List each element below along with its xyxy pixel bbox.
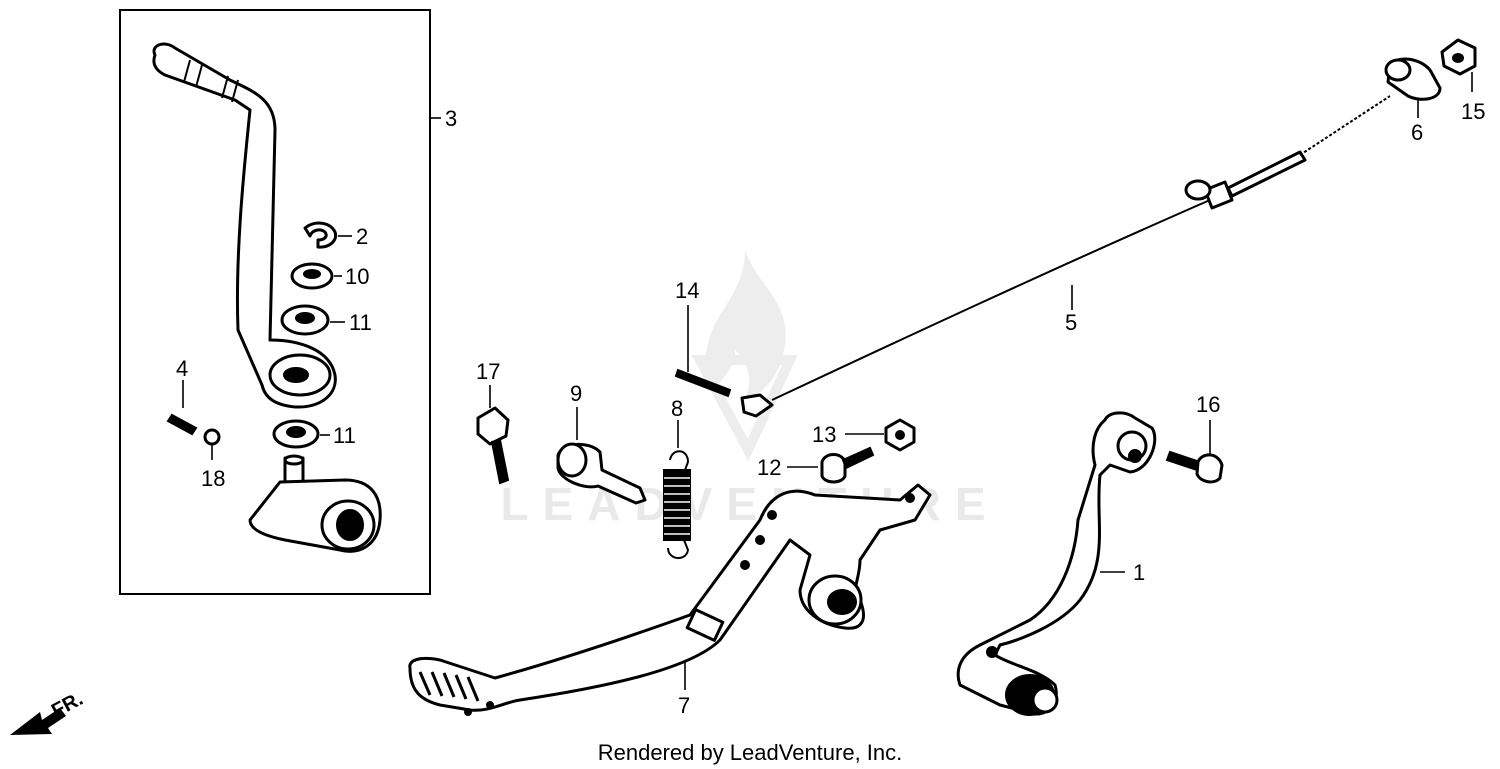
kick-starter-arm	[152, 42, 337, 409]
pivot-shaft	[556, 442, 647, 505]
callout-8: 8	[671, 396, 683, 421]
kick-spring	[166, 413, 198, 436]
callout-5: 5	[1065, 310, 1077, 335]
callout-11-lower: 11	[333, 423, 356, 448]
circlip-part	[303, 221, 338, 249]
bolt-17	[476, 406, 510, 485]
kickstarter-group-frame	[119, 9, 431, 595]
callout-9: 9	[570, 381, 582, 406]
return-spring	[663, 450, 691, 559]
bolt-12	[820, 446, 875, 484]
watermark-flame-icon	[705, 250, 786, 400]
cotter-pin	[674, 368, 732, 398]
callout-6: 6	[1411, 120, 1423, 145]
callout-15: 15	[1461, 99, 1485, 124]
kick-starter-boss	[248, 454, 382, 553]
bolt-16	[1165, 450, 1224, 484]
cable-joint	[1384, 57, 1442, 101]
front-direction-arrow: FR.	[10, 688, 87, 735]
gearshift-pedal	[956, 411, 1157, 716]
adjusting-nut	[1440, 38, 1477, 76]
callout-16: 16	[1196, 392, 1220, 417]
callout-labels: 1 2 3 4 5 6 7 8 9 10 11 11 12 13 14 15 1…	[176, 99, 1485, 718]
callout-2: 2	[356, 224, 368, 249]
footer-credit: Rendered by LeadVenture, Inc.	[598, 740, 903, 765]
callout-10: 10	[345, 264, 369, 289]
nut-13	[884, 418, 916, 452]
callout-18: 18	[201, 466, 225, 491]
callout-13: 13	[812, 422, 836, 447]
steel-ball	[203, 428, 221, 446]
washer-10	[290, 262, 334, 290]
callout-7: 7	[678, 693, 690, 718]
callout-17: 17	[476, 359, 500, 384]
callout-3: 3	[445, 106, 457, 131]
brake-cable	[740, 95, 1391, 418]
callout-11-upper: 11	[349, 310, 372, 335]
washer-11-lower	[272, 419, 320, 449]
callout-4: 4	[176, 356, 188, 381]
callout-12: 12	[757, 455, 781, 480]
callout-14: 14	[675, 278, 699, 303]
arrow-left-icon	[10, 708, 66, 735]
washer-11-upper	[280, 304, 330, 336]
brake-pedal	[408, 483, 932, 716]
callout-1: 1	[1133, 560, 1145, 585]
